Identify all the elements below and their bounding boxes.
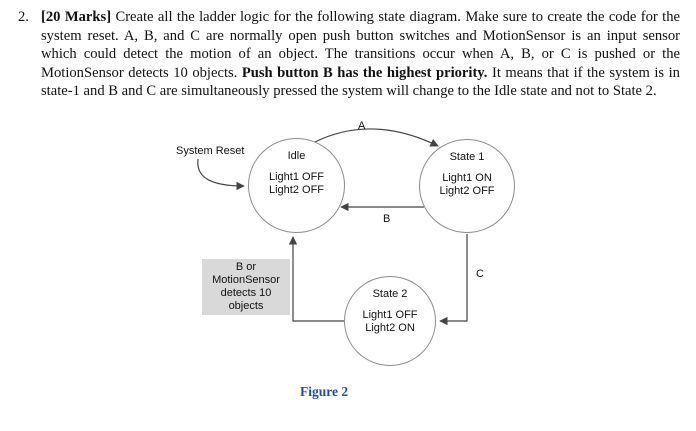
state-2-name: State 2 xyxy=(372,288,408,300)
problem-text: Create all the ladder logic for the foll… xyxy=(41,9,680,81)
state-1-name: State 1 xyxy=(449,151,485,163)
transition-a-label: A xyxy=(358,120,366,132)
problem-statement: 2. [20 Marks] Create all the ladder logic… xyxy=(18,8,680,101)
sensor-label-line2: MotionSensor xyxy=(212,274,280,286)
transition-sensor-arrow xyxy=(288,236,345,322)
state-idle-output1: Light1 OFF xyxy=(268,171,325,183)
state-2: State 2 Light1 OFF Light2 ON xyxy=(344,276,436,366)
sensor-label-line1: B or xyxy=(235,261,257,273)
marks-label: [20 Marks] xyxy=(41,9,112,25)
transition-a-arc xyxy=(314,128,439,147)
priority-note: Push button B has the highest priority. xyxy=(241,64,488,81)
state-idle: Idle Light1 OFF Light2 OFF xyxy=(248,138,345,233)
transition-b-label: B xyxy=(383,213,391,225)
transition-c-arrow xyxy=(439,234,468,326)
problem-text-continued: It means that if the system is in state-… xyxy=(41,64,680,100)
system-reset-label: System Reset xyxy=(176,145,245,157)
figure-caption: Figure 2 xyxy=(300,384,349,399)
transition-c-label: C xyxy=(476,268,484,280)
state-1-output1: Light1 ON xyxy=(442,172,492,184)
sensor-transition-label: B or MotionSensor detects 10 objects xyxy=(202,259,290,315)
state-idle-output2: Light2 OFF xyxy=(268,184,325,196)
state-2-output2: Light2 ON xyxy=(365,322,415,334)
sensor-label-line3: detects 10 objects xyxy=(220,287,272,312)
state-2-output1: Light1 OFF xyxy=(362,309,418,321)
state-1: State 1 Light1 ON Light2 OFF xyxy=(419,139,515,233)
problem-number: 2. xyxy=(18,9,29,25)
state-idle-name: Idle xyxy=(287,150,306,162)
state-1-output2: Light2 OFF xyxy=(439,185,495,197)
reset-arrow xyxy=(197,158,245,191)
